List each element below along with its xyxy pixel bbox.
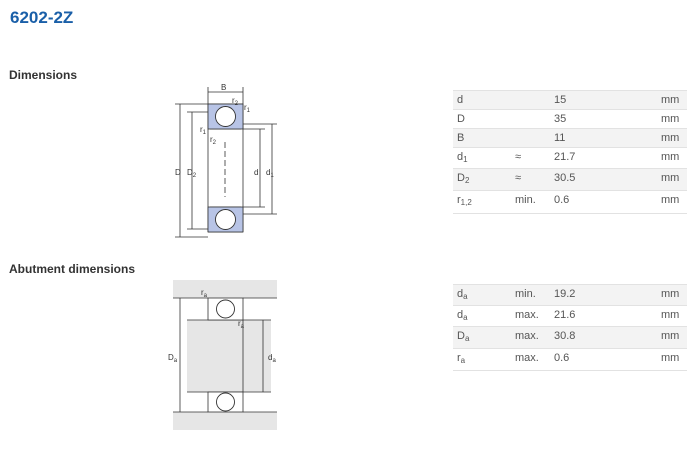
value-cell: 19.2 [554, 288, 576, 300]
symbol-cell: B [457, 132, 465, 144]
table-row: D 35 mm [453, 110, 687, 129]
symbol-cell: d [457, 94, 464, 106]
abutment-drawing: ra ra Da da [168, 280, 277, 430]
symbol-cell: d1 [457, 151, 468, 164]
unit-cell: mm [661, 132, 680, 144]
bearing-dimensions-drawing: B r2 r1 r1 r2 D D2 d d1 [175, 83, 277, 238]
value-cell: 0.6 [554, 352, 570, 364]
value-cell: 35 [554, 113, 567, 125]
symbol-cell: Da [457, 330, 470, 343]
unit-cell: mm [661, 113, 680, 125]
dimensions-table: d 15 mm D 35 mm B 11 mm d1 ≈ 21.7 mm D2 … [453, 90, 687, 214]
qualifier-cell: max. [515, 352, 539, 364]
value-cell: 15 [554, 94, 567, 106]
table-row: B 11 mm [453, 129, 687, 148]
value-cell: 11 [554, 132, 566, 144]
abutment-table: da min. 19.2 mm da max. 21.6 mm Da max. … [453, 284, 687, 371]
value-cell: 30.5 [554, 172, 576, 184]
symbol-cell: da [457, 309, 468, 322]
qualifier-cell: min. [515, 194, 536, 206]
symbol-cell: D2 [457, 172, 470, 185]
label-d: d [254, 168, 258, 177]
symbol-cell: D [457, 113, 465, 125]
unit-cell: mm [661, 352, 680, 364]
label-ra-top: ra [201, 288, 208, 299]
label-D2: D2 [187, 168, 197, 179]
table-row: r1,2 min. 0.6 mm [453, 191, 687, 214]
label-r1: r1 [244, 103, 251, 114]
symbol-cell: ra [457, 352, 466, 365]
table-row: Da max. 30.8 mm [453, 327, 687, 349]
label-Da: Da [168, 353, 178, 364]
unit-cell: mm [661, 330, 680, 342]
qualifier-cell: min. [515, 288, 536, 300]
dimensions-heading: Dimensions [9, 68, 78, 82]
unit-cell: mm [661, 309, 680, 321]
label-B: B [221, 83, 226, 92]
qualifier-cell: max. [515, 330, 539, 342]
table-row: da min. 19.2 mm [453, 285, 687, 306]
unit-cell: mm [661, 151, 680, 163]
value-cell: 30.8 [554, 330, 576, 342]
unit-cell: mm [661, 94, 680, 106]
unit-cell: mm [661, 194, 680, 206]
label-r2: r2 [232, 96, 239, 107]
value-cell: 21.6 [554, 309, 576, 321]
table-row: D2 ≈ 30.5 mm [453, 169, 687, 191]
qualifier-cell: ≈ [515, 151, 522, 163]
label-d1: d1 [266, 168, 274, 179]
value-cell: 21.7 [554, 151, 576, 163]
symbol-cell: da [457, 288, 468, 301]
abutment-heading: Abutment dimensions [9, 262, 136, 276]
page-title: 6202-2Z [10, 8, 74, 27]
symbol-cell: r1,2 [457, 194, 472, 207]
unit-cell: mm [661, 288, 680, 300]
table-row: d 15 mm [453, 91, 687, 110]
value-cell: 0.6 [554, 194, 570, 206]
table-row: d1 ≈ 21.7 mm [453, 148, 687, 169]
table-row: ra max. 0.6 mm [453, 349, 687, 371]
label-r1-left: r1 [200, 125, 207, 136]
label-ra-lower: ra [238, 319, 245, 330]
qualifier-cell: max. [515, 309, 539, 321]
qualifier-cell: ≈ [515, 172, 522, 184]
label-r2-lower: r2 [210, 135, 217, 146]
unit-cell: mm [661, 172, 680, 184]
table-row: da max. 21.6 mm [453, 306, 687, 327]
label-da: da [268, 353, 276, 364]
label-D: D [175, 168, 181, 177]
